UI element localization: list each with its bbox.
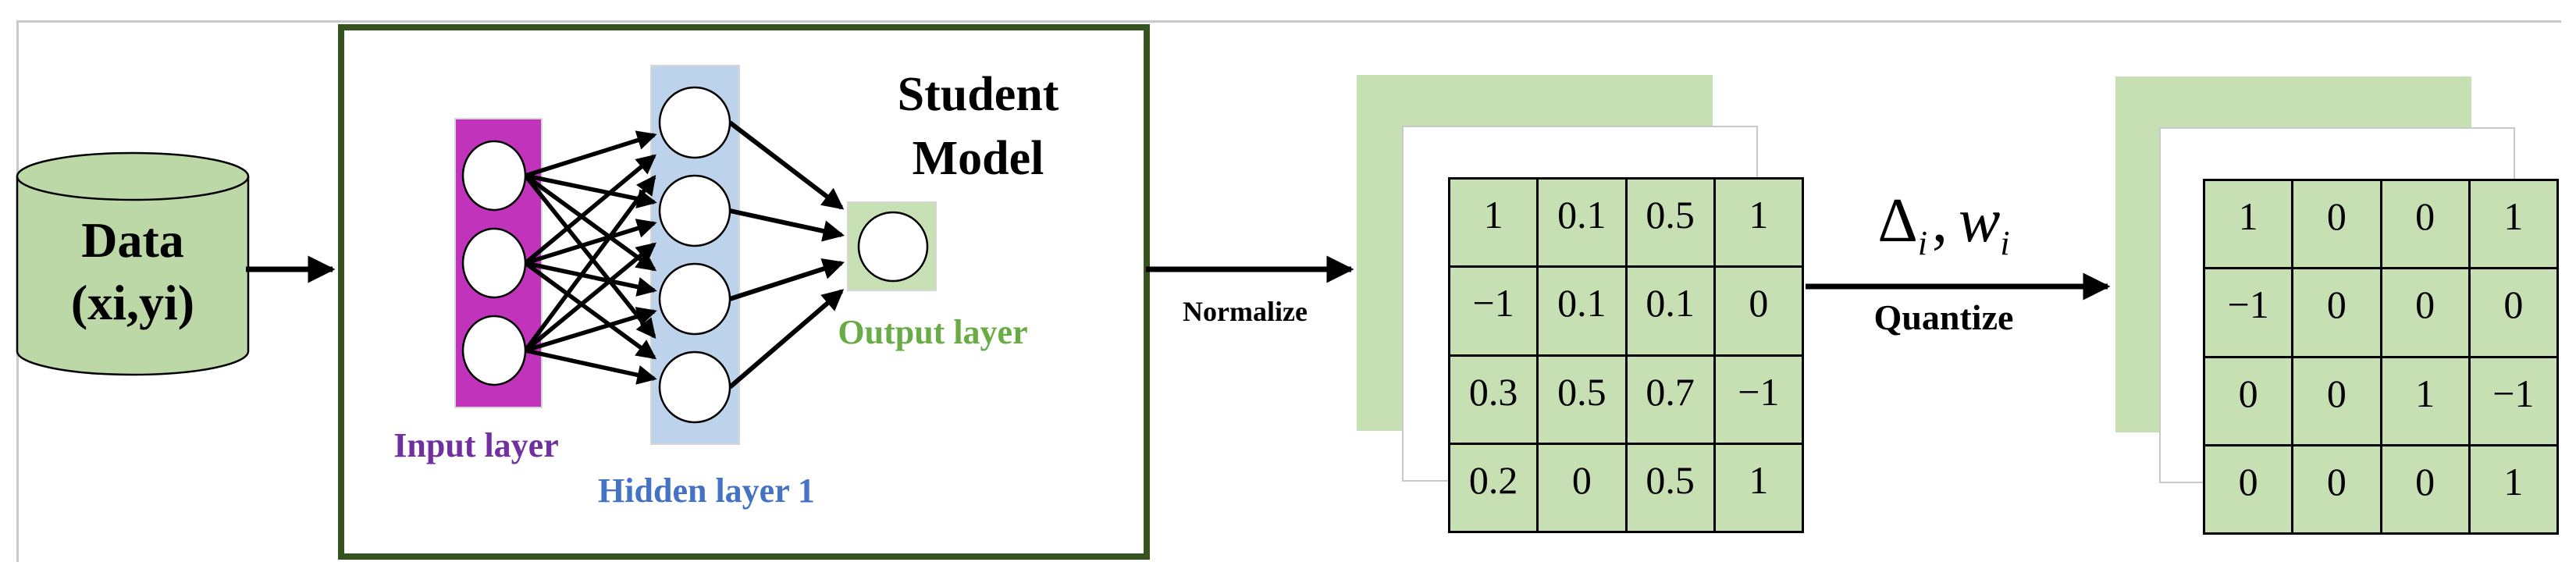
w-subscript: i bbox=[2000, 224, 2010, 262]
data-label-line1: Data bbox=[81, 212, 184, 268]
matrix-cell: −1 bbox=[1713, 354, 1805, 445]
normalize-step-label: Normalize bbox=[1183, 296, 1308, 327]
matrix-cell: 0 bbox=[2379, 267, 2471, 358]
quantize-formula: Δi,wi bbox=[1788, 186, 2100, 261]
matrix-cell: 0.5 bbox=[1624, 176, 1716, 269]
matrix-cell: 0.3 bbox=[1447, 354, 1539, 445]
matrix-cell: 0.7 bbox=[1624, 354, 1716, 445]
input-layer-label: Input layer bbox=[393, 426, 559, 464]
matrix-cell: 1 bbox=[1713, 442, 1805, 534]
hidden-layer-rect bbox=[650, 65, 740, 445]
matrix-cell: 0 bbox=[2291, 443, 2382, 535]
matrix-cell: 1 bbox=[1447, 176, 1539, 269]
matrix-cell: 1 bbox=[2202, 178, 2294, 270]
matrix-cell: 0.2 bbox=[1447, 442, 1539, 534]
formula-comma: , bbox=[1932, 187, 1948, 255]
output-layer-rect bbox=[847, 201, 937, 291]
student-model-title: Student Model bbox=[822, 62, 1134, 190]
matrix-cell: 0 bbox=[2467, 267, 2560, 358]
matrix-cell: −1 bbox=[2202, 267, 2294, 358]
student-model-box bbox=[338, 24, 1150, 560]
matrix-cell: 1 bbox=[1713, 176, 1805, 269]
matrix-cell: 1 bbox=[2467, 443, 2560, 535]
matrix-cell: 0.1 bbox=[1536, 265, 1628, 357]
matrix-cell: −1 bbox=[2467, 355, 2560, 446]
title-line1: Student bbox=[897, 68, 1059, 121]
matrix-cell: 0.5 bbox=[1536, 354, 1628, 445]
title-line2: Model bbox=[912, 132, 1044, 185]
matrix-cell: 0.1 bbox=[1536, 176, 1628, 269]
delta-subscript: i bbox=[1917, 224, 1928, 262]
matrix-cell: −1 bbox=[1447, 265, 1539, 357]
cylinder-top-ellipse bbox=[16, 151, 250, 201]
matrix-cell: 0 bbox=[2202, 355, 2294, 446]
matrix-cell: 1 bbox=[2467, 178, 2560, 270]
matrix-cell: 0 bbox=[2202, 443, 2294, 535]
hidden-layer-label: Hidden layer 1 bbox=[598, 471, 815, 510]
data-label-line2: (xi,yi) bbox=[70, 275, 195, 330]
quantize-step-label: Quantize bbox=[1873, 297, 2014, 337]
matrix-cell: 0.5 bbox=[1624, 442, 1716, 534]
delta-symbol: Δ bbox=[1877, 187, 1918, 255]
matrix-cell: 0 bbox=[2291, 178, 2382, 270]
w-symbol: w bbox=[1959, 187, 2001, 255]
matrix-cell: 0.1 bbox=[1624, 265, 1716, 357]
matrix-cell: 0 bbox=[2379, 178, 2471, 270]
matrix-cell: 0 bbox=[2379, 443, 2471, 535]
matrix-cell: 0 bbox=[1713, 265, 1805, 357]
figure-frame-top bbox=[16, 20, 2561, 23]
matrix-cell: 1 bbox=[2379, 355, 2471, 446]
input-layer-rect bbox=[454, 118, 543, 408]
matrix-cell: 0 bbox=[2291, 355, 2382, 446]
data-cylinder-label: Data (xi,yi) bbox=[16, 209, 250, 334]
matrix-cell: 0 bbox=[2291, 267, 2382, 358]
matrix-cell: 0 bbox=[1536, 442, 1628, 534]
output-layer-label: Output layer bbox=[838, 313, 1028, 351]
